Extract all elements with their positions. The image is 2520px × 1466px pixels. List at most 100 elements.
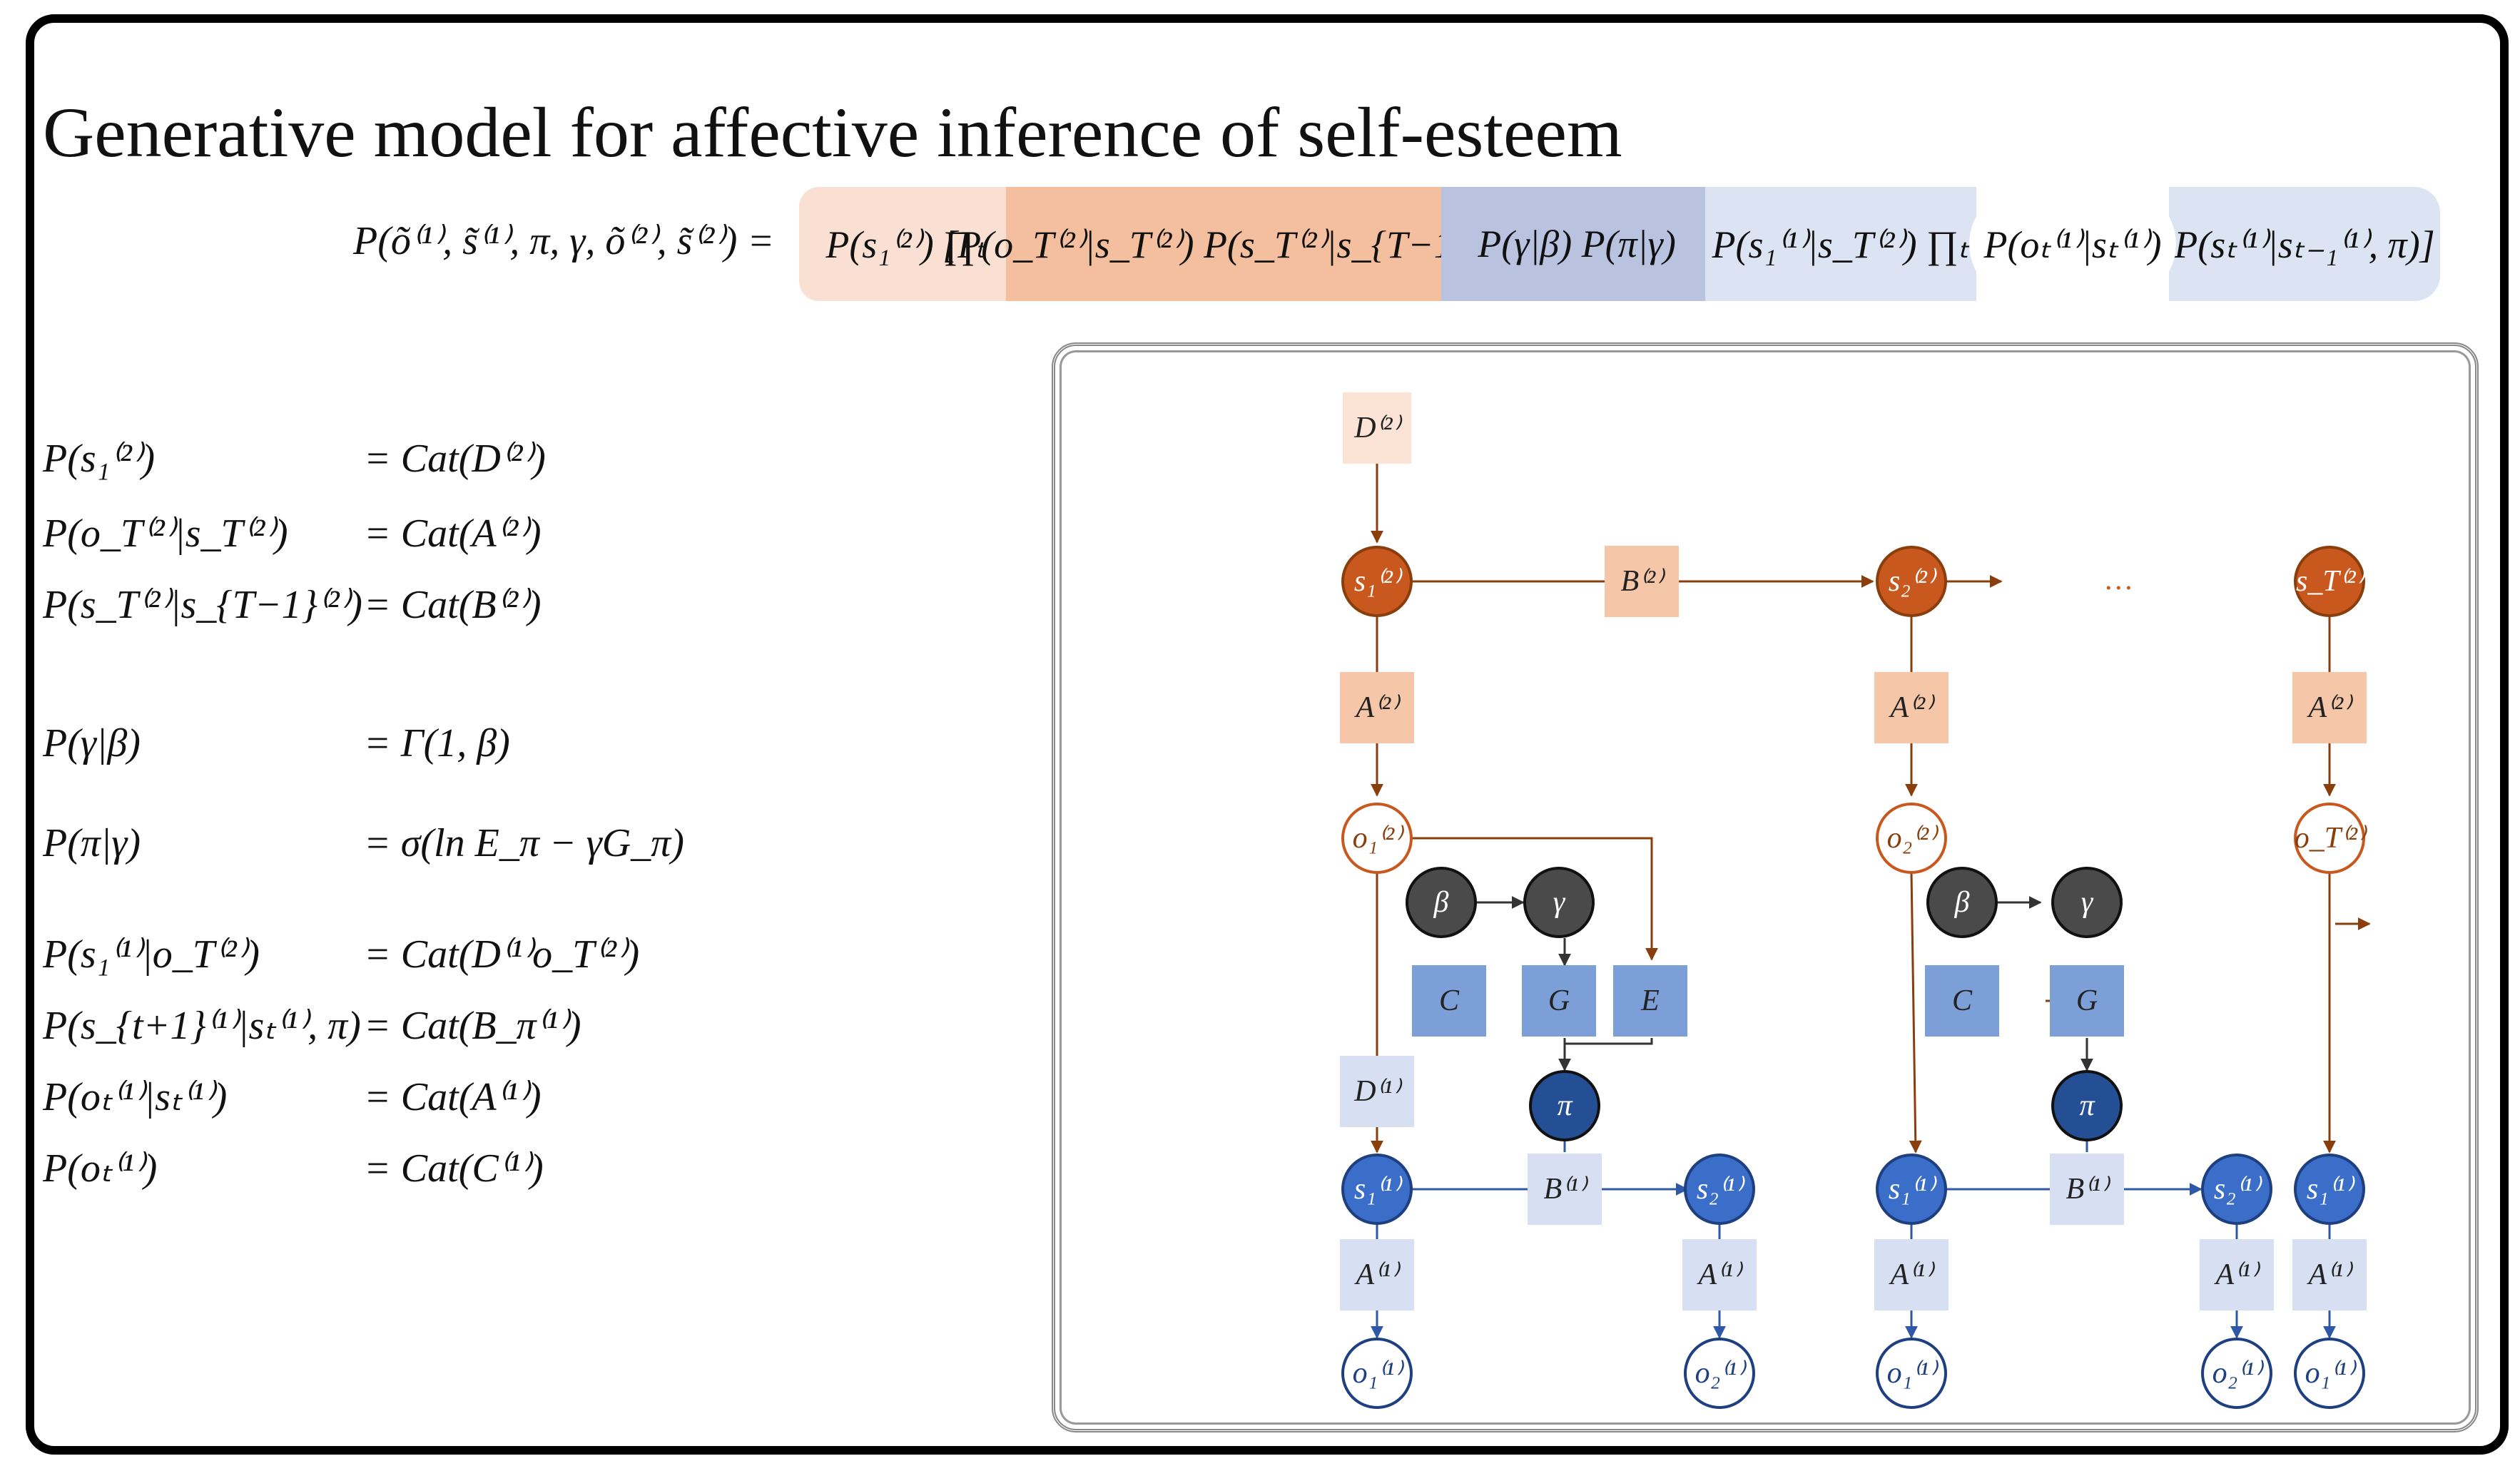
o1-level1-node — [1341, 1338, 1413, 1409]
B2-transition-box-label: B⁽²⁾ — [1621, 565, 1666, 598]
A1-likelihood-box-label: A⁽¹⁾ — [1697, 1258, 1744, 1291]
factor-lhs: P(oₜ⁽¹⁾|sₜ⁽¹⁾) — [43, 1075, 228, 1119]
beta-node-label: β — [1433, 886, 1449, 919]
o1-level1-node-2 — [1876, 1338, 1947, 1409]
A1-likelihood-box — [1682, 1239, 1757, 1310]
factor-lhs: P(s_{t+1}⁽¹⁾|sₜ⁽¹⁾, π) — [43, 1004, 361, 1048]
factor-rhs: = Cat(B_π⁽¹⁾) — [364, 1004, 581, 1048]
oT-level2-node — [2294, 803, 2365, 874]
factor-lhs: P(oₜ⁽¹⁾) — [43, 1146, 158, 1191]
pi-node-2-label: π — [2079, 1089, 2095, 1122]
factor-rhs: = Cat(A⁽¹⁾) — [364, 1075, 542, 1119]
factor-rhs: = Cat(C⁽¹⁾) — [364, 1146, 544, 1191]
s1-level1-node-2 — [1876, 1154, 1947, 1225]
A1-likelihood-box-label: A⁽¹⁾ — [1354, 1258, 1401, 1291]
equation-factor-6: P(sₜ⁽¹⁾|sₜ₋₁⁽¹⁾, π)] — [2169, 187, 2440, 301]
factor-lhs: P(γ|β) — [43, 721, 141, 765]
D2-prior-box — [1343, 392, 1411, 464]
factor-rhs: = Cat(D⁽²⁾) — [364, 437, 546, 481]
B1-transition-box-2-label: B⁽¹⁾ — [2066, 1173, 2111, 1206]
s1-level1-node-label: s₁⁽¹⁾ — [1354, 1173, 1403, 1206]
pi-node-label: π — [1557, 1089, 1573, 1122]
A1-likelihood-box-label: A⁽¹⁾ — [2307, 1258, 2354, 1291]
graphical-model-diagram: D⁽²⁾s₁⁽²⁾B⁽²⁾s₂⁽²⁾…s_T⁽²⁾A⁽²⁾A⁽²⁾A⁽²⁾o₁⁽… — [1340, 392, 2371, 1409]
gamma-node-2 — [2051, 867, 2123, 938]
E-habit-box-label: E — [1640, 984, 1660, 1017]
s1-level1-node — [1341, 1154, 1413, 1225]
G-expected-free-energy-box-label: G — [1548, 984, 1570, 1017]
A1-likelihood-box-label: A⁽¹⁾ — [2214, 1258, 2261, 1291]
s2-level2-node-label: s₂⁽²⁾ — [1889, 565, 1937, 598]
oT-level2-node-label: o_T⁽²⁾ — [2295, 822, 2367, 855]
A1-likelihood-box — [1874, 1239, 1949, 1310]
beta-node-2-label: β — [1954, 886, 1970, 919]
o2-level1-node — [1684, 1338, 1755, 1409]
diagram-nodes: D⁽²⁾s₁⁽²⁾B⁽²⁾s₂⁽²⁾…s_T⁽²⁾A⁽²⁾A⁽²⁾A⁽²⁾o₁⁽… — [1340, 392, 2367, 1409]
factor-lhs: P(s_T⁽²⁾|s_{T−1}⁽²⁾) — [43, 583, 362, 627]
beta-node-2 — [1926, 867, 1998, 938]
o1-level1-node-2-label: o₁⁽¹⁾ — [1887, 1357, 1939, 1390]
A1-likelihood-box — [2200, 1239, 2274, 1310]
C-preference-box-label: C — [1439, 984, 1460, 1017]
equation-factor-3: P(γ|β) P(π|γ) — [1441, 187, 1712, 301]
equation-factor-2: [P(o_T⁽²⁾|s_T⁽²⁾) P(s_T⁽²⁾|s_{T−1}⁽²⁾) — [943, 187, 1512, 301]
edge-o1-E — [1411, 837, 1658, 961]
factor-rhs: = Cat(A⁽²⁾) — [364, 511, 542, 556]
o2-level1-node-2 — [2201, 1338, 2272, 1409]
equation-factor-1: P(s₁⁽²⁾) ∏ₜ — [799, 187, 1013, 301]
edge-o2-s1-level1 — [1909, 872, 1922, 1154]
factor-rhs: = σ(ln E_π − γG_π) — [364, 821, 684, 865]
A2-likelihood-box-3 — [2292, 672, 2367, 743]
E-habit-box — [1613, 965, 1687, 1037]
A2-likelihood-box-label: A⁽²⁾ — [1354, 691, 1401, 724]
D2-prior-box-label: D⁽²⁾ — [1353, 412, 1402, 444]
o2-level1-node-label: o₂⁽¹⁾ — [1695, 1357, 1747, 1390]
s1-level1-node-2-label: s₁⁽¹⁾ — [1889, 1173, 1937, 1206]
A1-likelihood-box — [2292, 1239, 2367, 1310]
factor-lhs: P(o_T⁽²⁾|s_T⁽²⁾) — [43, 511, 288, 556]
A2-likelihood-box — [1340, 672, 1414, 743]
o1-level1-node-3 — [2294, 1338, 2365, 1409]
o1-level1-node-3-label: o₁⁽¹⁾ — [2305, 1357, 2357, 1390]
s1-level1-node-3-label: s₁⁽¹⁾ — [2307, 1173, 2355, 1206]
A2-likelihood-box-2-label: A⁽²⁾ — [1889, 691, 1936, 724]
G-expected-free-energy-box — [1522, 965, 1596, 1037]
s2-level2-node — [1876, 546, 1947, 617]
graphical-model-panel: D⁽²⁾s₁⁽²⁾B⁽²⁾s₂⁽²⁾…s_T⁽²⁾A⁽²⁾A⁽²⁾A⁽²⁾o₁⁽… — [1052, 342, 2479, 1432]
factor-lhs: P(π|γ) — [43, 821, 141, 865]
gamma-node-label: γ — [1553, 886, 1566, 919]
D1-prior-box-label: D⁽¹⁾ — [1353, 1075, 1402, 1108]
B1-transition-box-label: B⁽¹⁾ — [1544, 1173, 1589, 1206]
A2-likelihood-box-2 — [1874, 672, 1949, 743]
C-preference-box — [1412, 965, 1486, 1037]
sT-level2-node — [2294, 546, 2365, 617]
o1-level2-node — [1341, 803, 1413, 874]
o1-level1-node-label: o₁⁽¹⁾ — [1353, 1357, 1405, 1390]
sT-level2-node-label: s_T⁽²⁾ — [2296, 565, 2366, 598]
ellipsis-label: … — [2105, 564, 2132, 596]
A2-likelihood-box-3-label: A⁽²⁾ — [2307, 691, 2354, 724]
pi-node — [1529, 1070, 1600, 1141]
pi-node-2 — [2051, 1070, 2123, 1141]
B1-transition-box — [1528, 1154, 1602, 1225]
A1-likelihood-box — [1340, 1239, 1414, 1310]
o2-level2-node-label: o₂⁽²⁾ — [1887, 822, 1939, 855]
o2-level1-node-2-label: o₂⁽¹⁾ — [2212, 1357, 2265, 1390]
o2-level2-node — [1876, 803, 1947, 874]
equation-factor-4: P(s₁⁽¹⁾|s_T⁽²⁾) ∏ₜ — [1705, 187, 1976, 301]
s2-level1-node-label: s₂⁽¹⁾ — [1697, 1173, 1745, 1206]
joint-distribution-lhs: P(õ⁽¹⁾, s̃⁽¹⁾, π, γ, õ⁽²⁾, s̃⁽²⁾) = — [353, 219, 775, 263]
s2-level1-node-2-label: s₂⁽¹⁾ — [2214, 1173, 2262, 1206]
G-expected-free-energy-box-2 — [2050, 965, 2124, 1037]
equation-factor-5: P(oₜ⁽¹⁾|sₜ⁽¹⁾) — [1969, 187, 2176, 301]
factor-lhs: P(s₁⁽²⁾) — [43, 437, 156, 481]
A1-likelihood-box-label: A⁽¹⁾ — [1889, 1258, 1936, 1291]
G-expected-free-energy-box-2-label: G — [2076, 984, 2098, 1017]
edge-E-pi — [1565, 1038, 1653, 1045]
s2-level1-node-2 — [2201, 1154, 2272, 1225]
gamma-node-2-label: γ — [2081, 886, 2094, 919]
C-preference-box-2-label: C — [1952, 984, 1973, 1017]
D1-prior-box — [1340, 1056, 1414, 1127]
s1-level1-node-3 — [2294, 1154, 2365, 1225]
factor-lhs: P(s₁⁽¹⁾|o_T⁽²⁾) — [43, 932, 260, 977]
